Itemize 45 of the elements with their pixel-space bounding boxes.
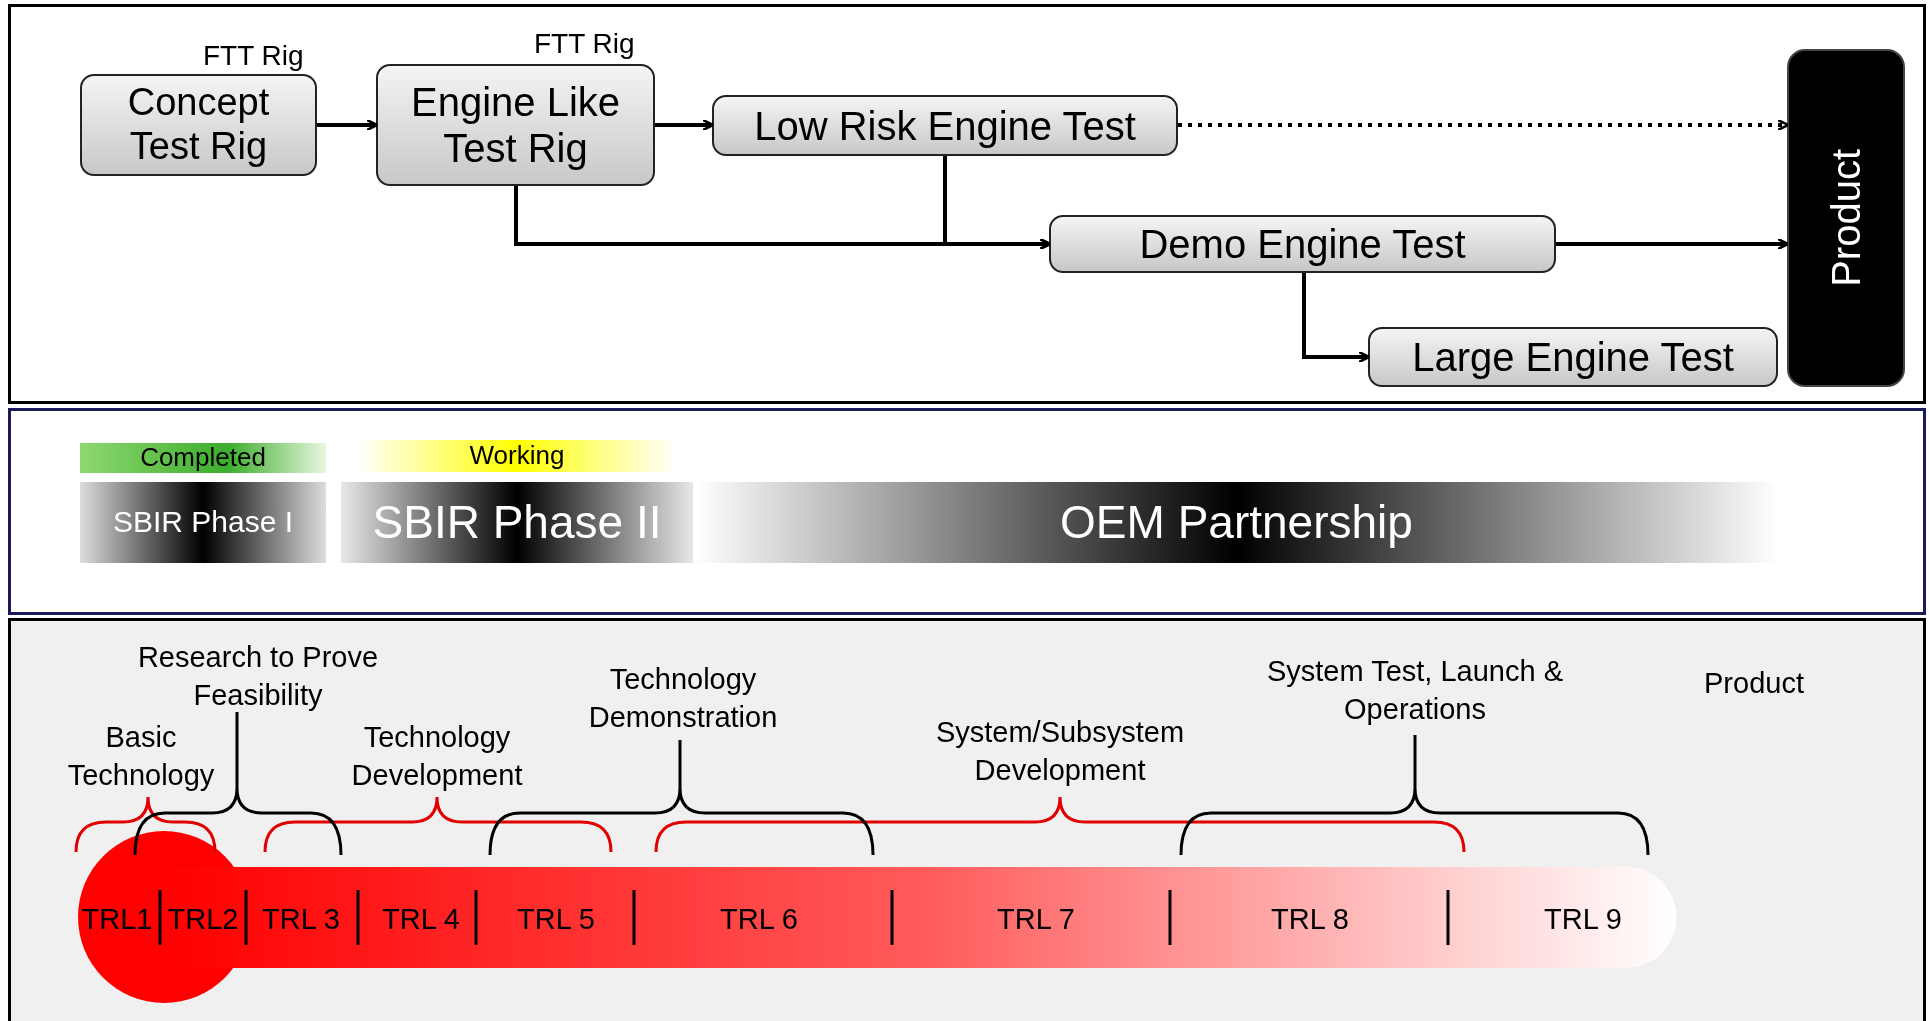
node-caption: FTT Rig — [203, 40, 304, 72]
trl-label: TRL1 — [81, 902, 153, 938]
arrow — [1302, 273, 1371, 364]
node-label: OEM Partnership — [1060, 496, 1413, 549]
trl-label: TRL 4 — [382, 902, 460, 938]
trl-label: TRL 5 — [517, 902, 595, 938]
trl-label: TRL 9 — [1544, 902, 1622, 938]
node-label: Engine Like Test Rig — [409, 79, 621, 171]
arrow — [943, 156, 1052, 251]
node-caption: FTT Rig — [534, 28, 635, 60]
node-label: Working — [469, 441, 565, 471]
trl-label: TRL 7 — [997, 902, 1075, 938]
product-bar — [1787, 49, 1905, 387]
phase-label: Research to Prove Feasibility — [136, 640, 380, 713]
arrow — [655, 118, 715, 132]
phase-label: System/Subsystem Development — [934, 715, 1186, 788]
phase-band — [80, 482, 326, 563]
arrow — [317, 118, 379, 132]
trl-label: TRL 3 — [262, 902, 340, 938]
node-label: Demo Engine Test — [1139, 221, 1466, 267]
status-band — [357, 440, 677, 472]
node-label: SBIR Phase I — [112, 505, 294, 540]
phase-label: Product — [1703, 666, 1805, 702]
process-box — [712, 95, 1178, 156]
node-label: Large Engine Test — [1412, 334, 1734, 380]
node-label: Completed — [140, 443, 266, 473]
phase-label: System Test, Launch & Operations — [1265, 654, 1565, 727]
node-label: Low Risk Engine Test — [754, 102, 1136, 149]
process-box — [1368, 327, 1778, 387]
phase-band — [341, 482, 693, 563]
phase-label: Technology Development — [350, 720, 524, 793]
status-band — [80, 443, 326, 473]
node-label: SBIR Phase II — [372, 496, 662, 549]
arrow — [1178, 118, 1790, 132]
trl-label: TRL2 — [167, 902, 239, 938]
node-label: Product — [1823, 149, 1869, 287]
process-box — [80, 74, 317, 176]
trl-label: TRL 6 — [720, 902, 798, 938]
phase-label: Technology Demonstration — [587, 662, 779, 735]
arrow — [1556, 237, 1790, 251]
process-box — [376, 64, 655, 186]
process-box — [1049, 215, 1556, 273]
phase-label: Basic Technology — [66, 720, 216, 793]
node-label: Concept Test Rig — [126, 81, 271, 169]
trl-label: TRL 8 — [1271, 902, 1349, 938]
